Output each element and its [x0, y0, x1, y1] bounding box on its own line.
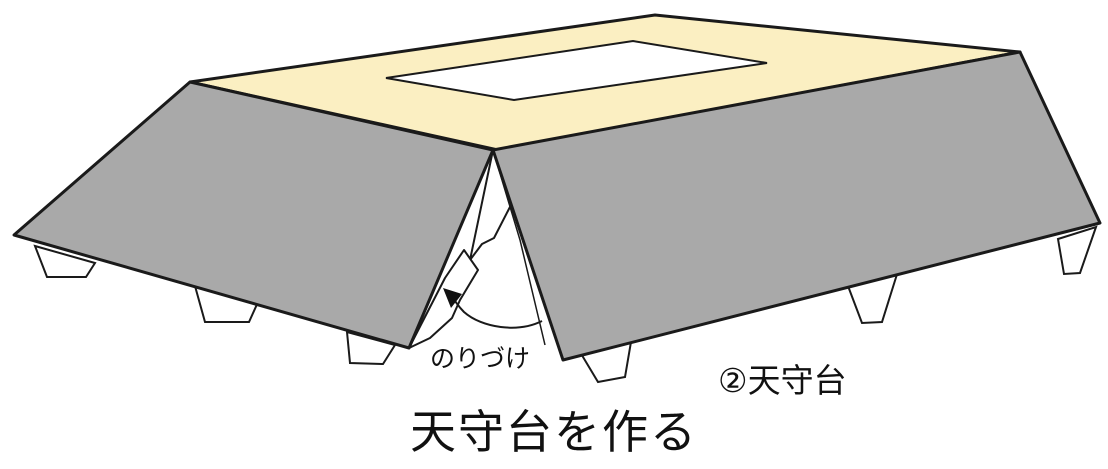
tab-right-3: [1056, 225, 1098, 276]
caption-title: 天守台を作る: [410, 405, 698, 459]
glue-arrow-head: [443, 288, 462, 308]
right-side-panel: [491, 50, 1102, 362]
part-label: ②天守台: [718, 361, 847, 400]
inner-flap-front: [408, 249, 479, 349]
glue-label: のりづけ: [430, 344, 530, 373]
left-side-panel: [12, 80, 495, 350]
top-opening: [385, 39, 768, 102]
glue-arrow-line: [449, 291, 543, 329]
tab-left-1: [33, 244, 97, 278]
